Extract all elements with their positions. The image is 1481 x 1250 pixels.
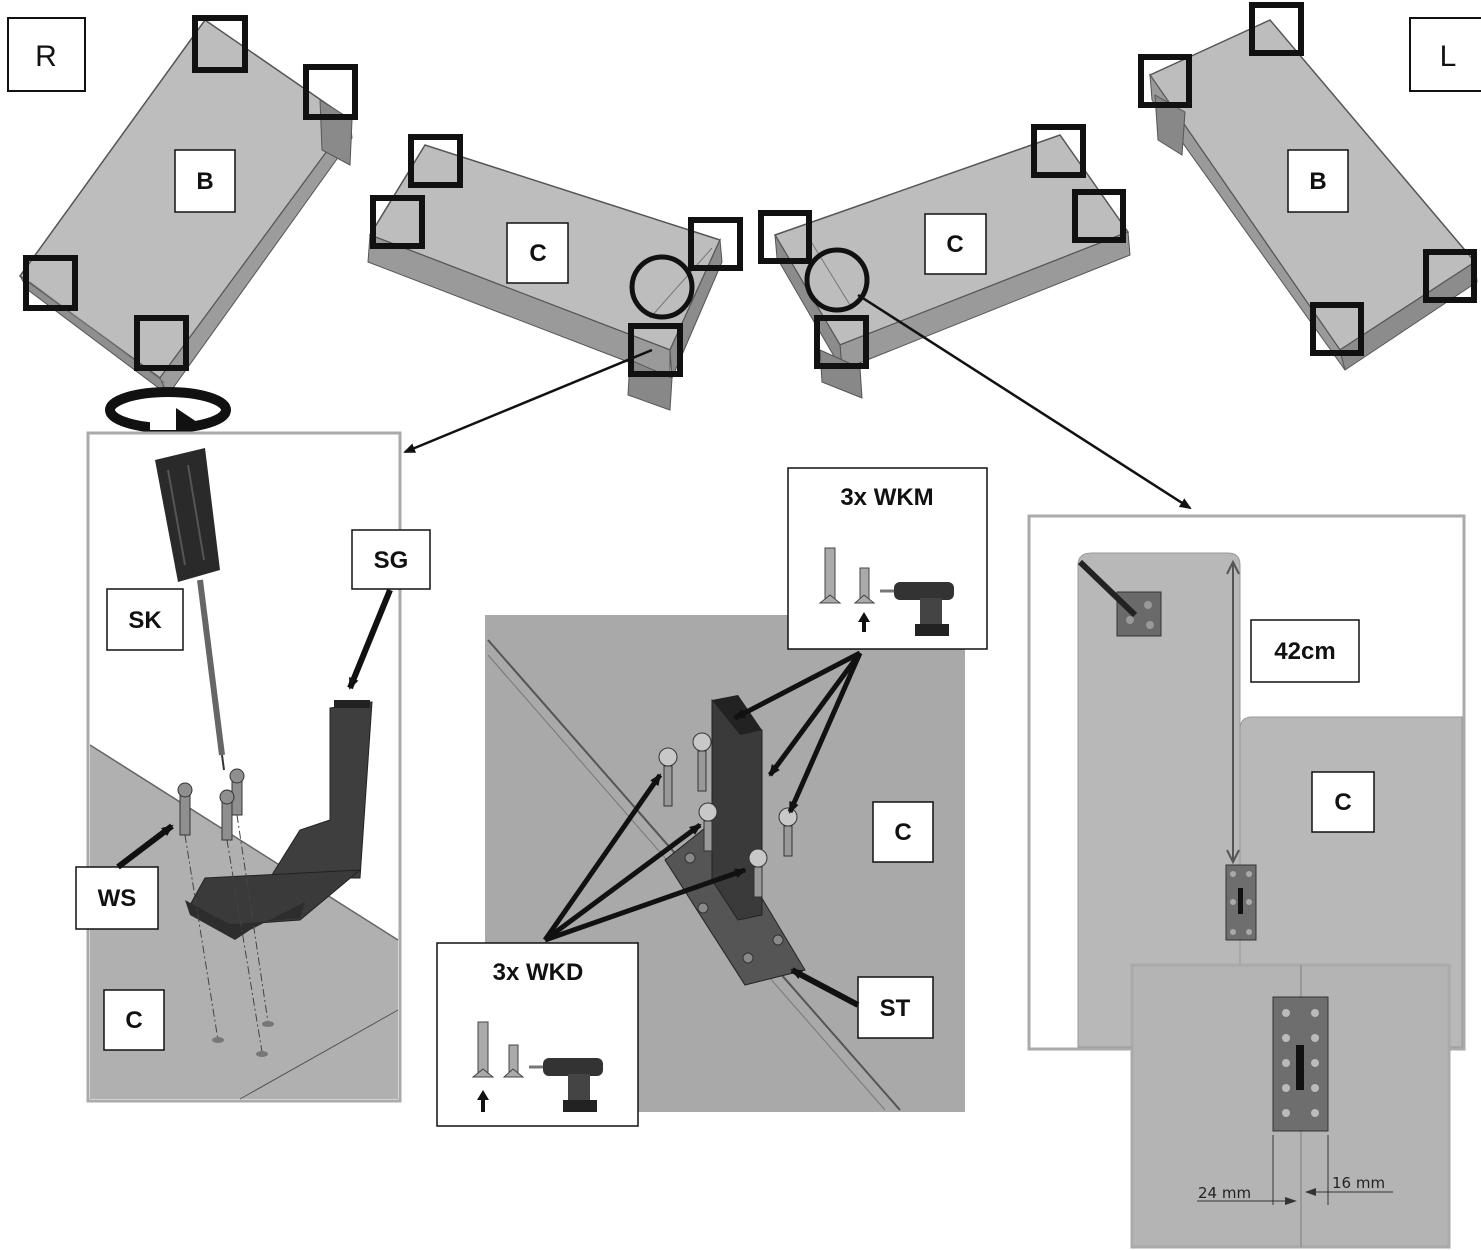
center-panel-right: C — [758, 124, 1131, 399]
height-dimension-line — [1226, 559, 1240, 865]
support-leg-icon — [185, 700, 373, 940]
center-panel-left: C — [367, 134, 743, 411]
steel-plate-detail: 3x WKM 3x WKD — [436, 467, 988, 1127]
left-side-label: L — [1409, 17, 1481, 92]
svg-text:R: R — [35, 40, 57, 73]
svg-text:C: C — [125, 1007, 142, 1034]
power-drill-icon-wkd — [529, 1058, 603, 1112]
bed-base-left: B — [1138, 2, 1478, 371]
screwdriver-icon — [155, 448, 225, 771]
svg-text:C: C — [894, 819, 911, 846]
svg-text:C: C — [946, 231, 963, 258]
up-arrow-icon — [858, 612, 870, 632]
screw-pair-icon-wkd — [471, 1021, 525, 1078]
pointer-arrow-hinge-detail — [857, 293, 1192, 510]
svg-text:SK: SK — [128, 607, 162, 634]
corner-bracket-icon — [1077, 559, 1162, 637]
svg-text:B: B — [196, 168, 213, 195]
leg-mounting-detail: SK SG WS C — [75, 431, 431, 1103]
svg-text:3x WKM: 3x WKM — [840, 484, 933, 511]
svg-text:SG: SG — [374, 547, 409, 574]
svg-text:C: C — [529, 240, 546, 267]
svg-text:WS: WS — [98, 885, 137, 912]
hinge-closeup-detail: 24 mm 16 mm — [1130, 963, 1451, 1249]
right-side-label: R — [7, 17, 86, 92]
svg-text:42cm: 42cm — [1274, 638, 1335, 665]
hinge-plate-closeup-icon — [1272, 996, 1329, 1132]
bed-base-right: B — [18, 15, 358, 396]
pointer-arrow-leg-detail — [403, 348, 653, 454]
svg-text:24 mm: 24 mm — [1198, 1184, 1251, 1202]
rotate-icon — [105, 387, 231, 438]
svg-text:B: B — [1309, 168, 1326, 195]
power-drill-icon — [880, 582, 954, 636]
screw-pair-icon — [818, 547, 876, 604]
svg-text:L: L — [1440, 40, 1457, 73]
svg-text:ST: ST — [880, 995, 911, 1022]
svg-text:C: C — [1334, 789, 1351, 816]
svg-text:16 mm: 16 mm — [1332, 1174, 1385, 1192]
machine-screws-icon — [658, 732, 798, 898]
svg-text:3x WKD: 3x WKD — [493, 959, 584, 986]
up-arrow-icon-wkd — [477, 1090, 489, 1112]
hinge-plate-icon — [1225, 864, 1257, 941]
wood-screws-icon — [177, 768, 245, 841]
